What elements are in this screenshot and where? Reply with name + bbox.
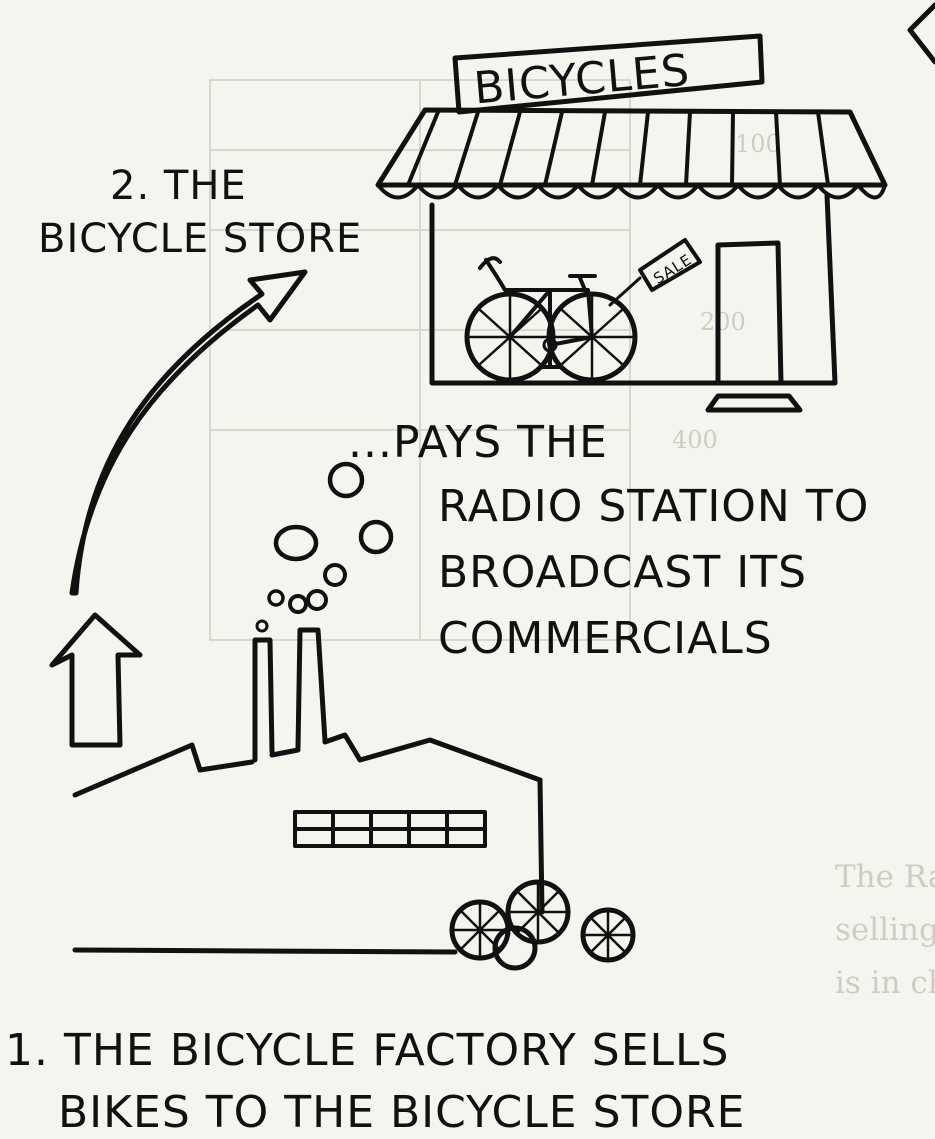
bleed-line-text: selling COMMERCIALS. The person who (835, 912, 935, 948)
sale-tag-icon: SALE (610, 240, 700, 305)
factory-outline (75, 735, 542, 952)
radio-payment-label: ...PAYS THE RADIO STATION TO BROADCAST I… (348, 417, 869, 664)
pays-label-line-2: RADIO STATION TO (438, 481, 869, 532)
pays-label-line-1: ...PAYS THE (348, 417, 608, 468)
store-awning (378, 110, 885, 198)
factory-windows (295, 812, 485, 846)
factory-label-line-2: BIKES TO THE BICYCLE STORE (58, 1087, 745, 1138)
factory-label-line-1: 1. THE BICYCLE FACTORY SELLS (5, 1025, 729, 1076)
store-sign: BICYCLES (455, 36, 762, 115)
bicycle-store: BICYCLES SALE (378, 36, 885, 410)
store-label-line-2: BICYCLE STORE (38, 216, 362, 262)
chimney-right (298, 630, 325, 748)
curved-arrow-icon (72, 272, 305, 593)
sale-tag-text: SALE (650, 250, 695, 287)
factory-label: 1. THE BICYCLE FACTORY SELLS BIKES TO TH… (5, 1025, 745, 1138)
up-arrow-icon (52, 615, 140, 745)
page-edge-fragment (910, 5, 935, 62)
pays-label-line-4: COMMERCIALS (438, 613, 773, 664)
bleed-figure: 400 (672, 426, 718, 454)
store-label-line-1: 2. THE (110, 163, 247, 209)
bicycle-in-window-icon (467, 258, 635, 380)
bicycle-factory (75, 630, 633, 968)
bleed-line-text: The Radio Station earns money by (835, 859, 935, 895)
bleed-figure: 200 (700, 308, 746, 336)
smoke-puffs-icon (257, 464, 391, 631)
store-label: 2. THE BICYCLE STORE (38, 163, 362, 262)
store-doormat (708, 396, 800, 410)
bleed-figure: 100 (735, 130, 781, 158)
pays-label-line-3: BROADCAST ITS (438, 547, 807, 598)
bleed-line-text: is in charge of commercials and advertis… (835, 965, 935, 1001)
chimney-left (255, 640, 272, 760)
